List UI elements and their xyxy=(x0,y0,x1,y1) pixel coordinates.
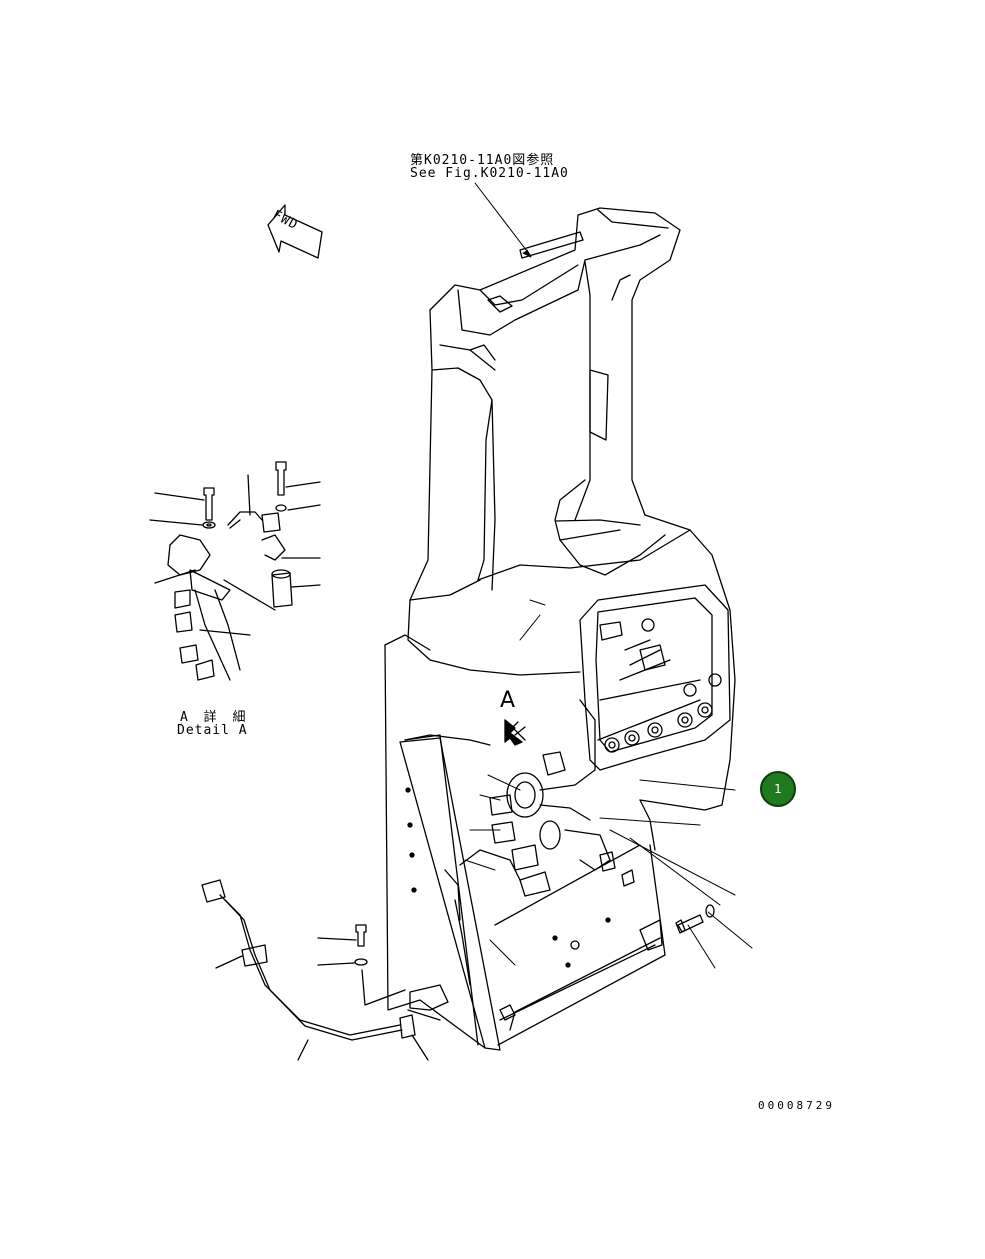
part-callout-number: 1 xyxy=(774,782,782,796)
lower-housing xyxy=(384,634,666,1051)
detail-a-group xyxy=(149,461,321,681)
upper-handle-frame xyxy=(407,207,736,811)
fwd-arrow-icon xyxy=(267,204,323,259)
wire-harness-center xyxy=(444,719,616,986)
reference-label-jp: 第K0210-11A0図参照 xyxy=(410,153,555,168)
cable-assembly xyxy=(201,879,449,1061)
switch-panel xyxy=(579,584,731,771)
part-callout-1[interactable]: 1 xyxy=(760,771,796,807)
detail-label-en: Detail A xyxy=(177,723,248,738)
view-a-arrow-icon xyxy=(504,719,523,746)
view-a-label: A xyxy=(500,688,516,713)
drawing-number: 00008729 xyxy=(758,1099,835,1112)
detail-label-jp: A 詳 細 xyxy=(180,710,250,725)
reference-label-en: See Fig.K0210-11A0 xyxy=(410,166,569,181)
bolt-washer-right xyxy=(675,904,715,934)
leader-lines xyxy=(464,182,753,969)
